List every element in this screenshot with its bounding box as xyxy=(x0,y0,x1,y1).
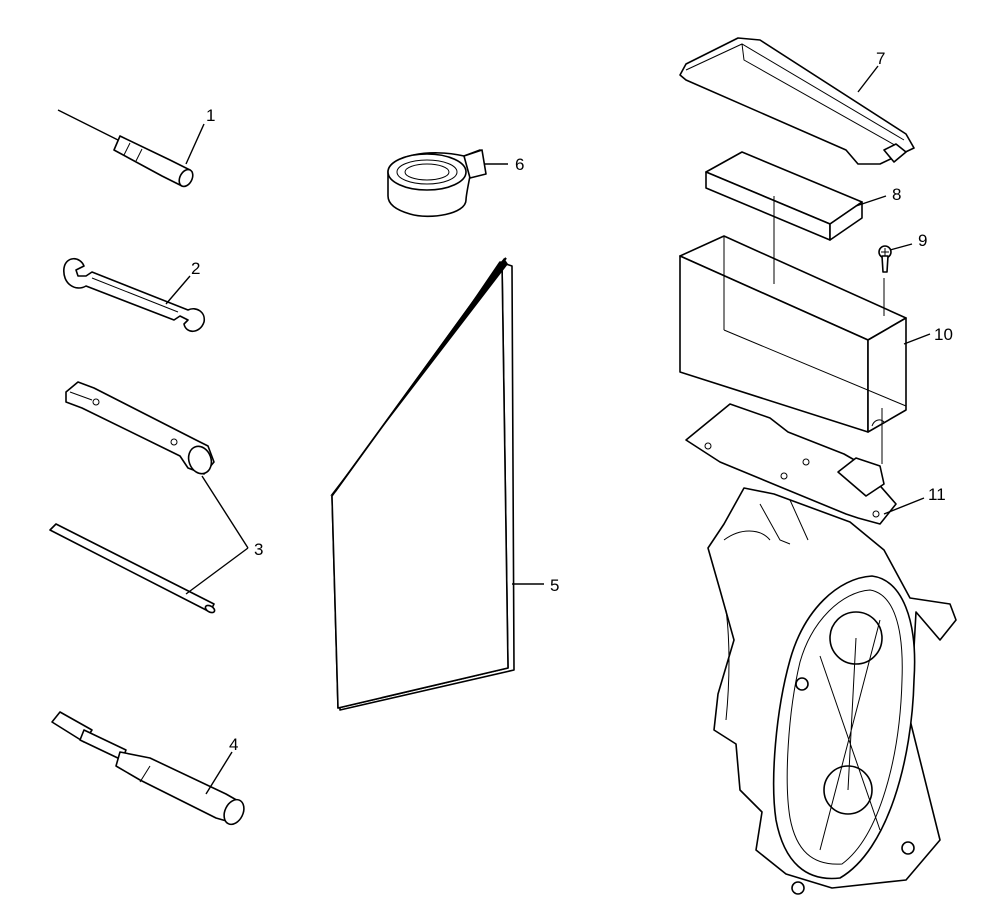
part-8-foam-pad xyxy=(705,151,863,241)
callout-3: 3 xyxy=(254,540,263,559)
part-5-manual xyxy=(330,257,515,711)
part-7-toolbox-lid xyxy=(679,37,915,165)
callout-5: 5 xyxy=(550,576,559,595)
callout-10: 10 xyxy=(934,325,953,344)
part-3-tommy-bar xyxy=(49,523,216,614)
part-1-small-screwdriver xyxy=(57,109,194,188)
callout-9: 9 xyxy=(918,231,927,250)
part-3-plug-wrench xyxy=(65,381,215,475)
callout-4: 4 xyxy=(229,735,238,754)
part-6-tape-roll xyxy=(387,149,487,218)
part-2-wrench xyxy=(63,257,206,333)
callout-6: 6 xyxy=(515,155,524,174)
part-11-bracket-housing xyxy=(685,403,957,895)
callout-2: 2 xyxy=(191,259,200,278)
callout-8: 8 xyxy=(892,185,901,204)
part-10-toolbox-tray xyxy=(679,235,907,433)
leader-lines xyxy=(165,65,931,795)
callout-11: 11 xyxy=(928,485,946,504)
callout-1: 1 xyxy=(206,106,215,125)
part-4-large-screwdriver xyxy=(51,711,245,826)
part-9-screw xyxy=(878,245,892,273)
callout-7: 7 xyxy=(876,49,885,68)
callout-labels: 1 2 3 4 5 6 7 8 9 10 11 xyxy=(191,49,953,754)
